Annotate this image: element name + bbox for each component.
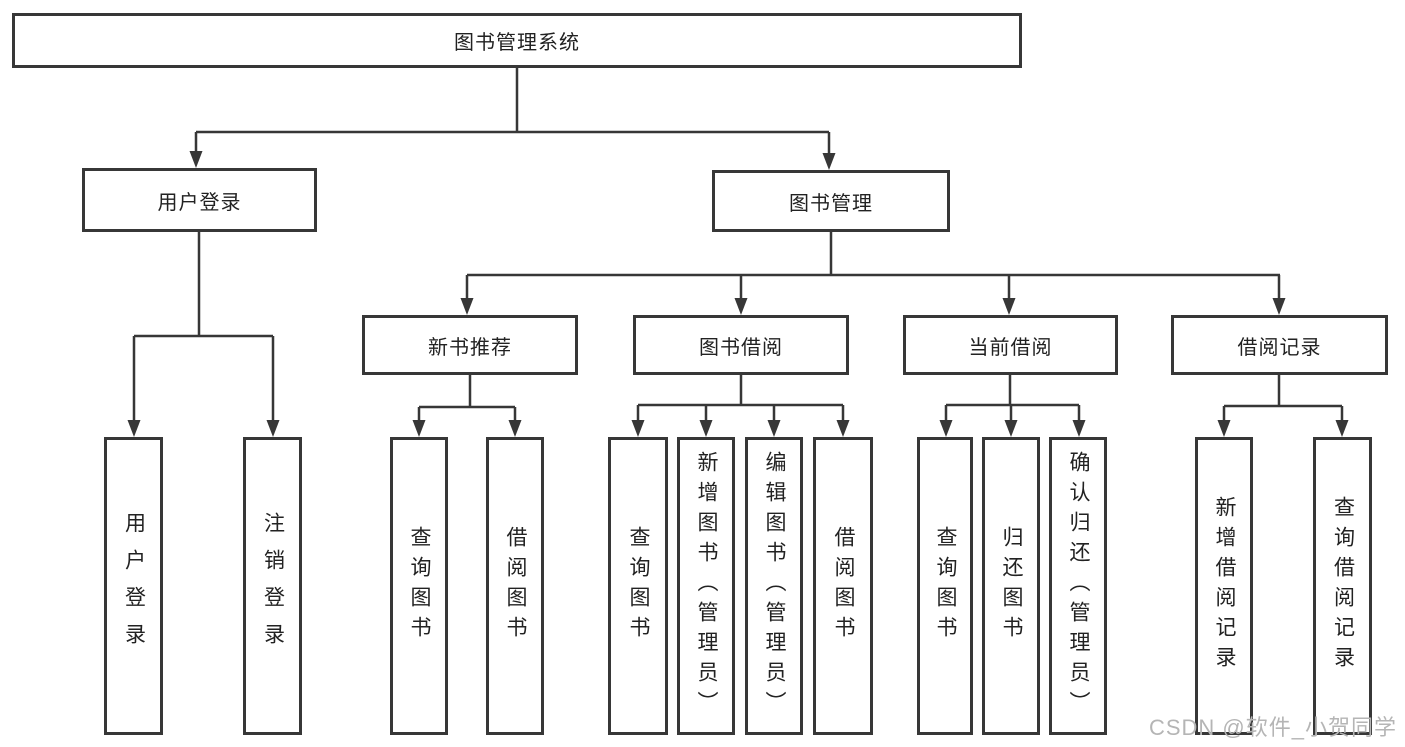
- node-borrowing-records: 借阅记录: [1171, 315, 1388, 375]
- node-book-borrowing: 图书借阅: [633, 315, 849, 375]
- leaf-query-books-2: 查询图书: [608, 437, 668, 735]
- leaf-add-books-admin: 新增图书（管理员）: [677, 437, 735, 735]
- leaf-return-books: 归还图书: [982, 437, 1040, 735]
- leaf-edit-books-admin: 编辑图书（管理员）: [745, 437, 803, 735]
- leaf-borrow-books-1: 借阅图书: [486, 437, 544, 735]
- node-library-management-system: 图书管理系统: [12, 13, 1022, 68]
- node-book-management: 图书管理: [712, 170, 950, 232]
- leaf-user-login: 用户登录: [104, 437, 163, 735]
- leaf-logout-login: 注销登录: [243, 437, 302, 735]
- leaf-borrow-books-2: 借阅图书: [813, 437, 873, 735]
- node-new-book-recommendation: 新书推荐: [362, 315, 578, 375]
- leaf-add-borrow-record: 新增借阅记录: [1195, 437, 1253, 735]
- node-user-login: 用户登录: [82, 168, 317, 232]
- leaf-query-borrow-record: 查询借阅记录: [1313, 437, 1372, 735]
- node-current-borrowing: 当前借阅: [903, 315, 1118, 375]
- leaf-query-books-3: 查询图书: [917, 437, 973, 735]
- leaf-confirm-return-admin: 确认归还（管理员）: [1049, 437, 1107, 735]
- watermark: CSDN @软件_小贺同学: [1148, 715, 1397, 740]
- leaf-query-books-1: 查询图书: [390, 437, 448, 735]
